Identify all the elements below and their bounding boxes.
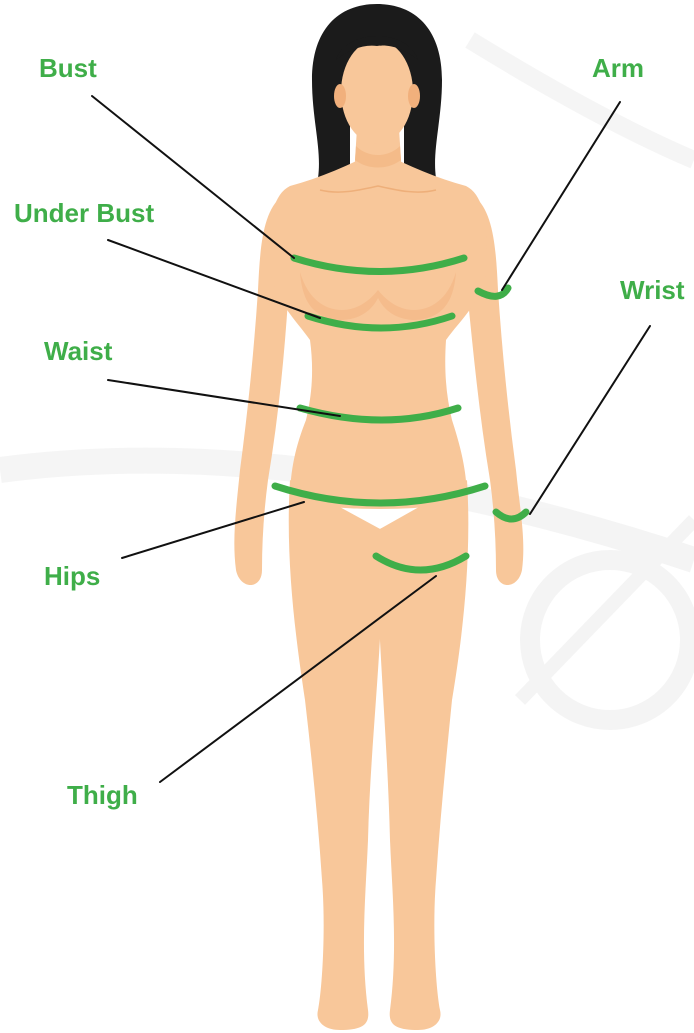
waist-label: Waist (44, 336, 112, 366)
arm-leader (502, 102, 620, 290)
arm-label: Arm (592, 53, 644, 83)
thigh-label: Thigh (67, 780, 138, 810)
right-ear (408, 84, 420, 108)
wrist-label: Wrist (620, 275, 685, 305)
bust-label: Bust (39, 53, 97, 83)
bust-leader (92, 96, 294, 258)
hips-label: Hips (44, 561, 100, 591)
left-ear (334, 84, 346, 108)
hips-leader (122, 502, 304, 558)
left-leg (289, 480, 382, 1030)
under-bust-label: Under Bust (14, 198, 154, 228)
waist-leader (108, 380, 340, 416)
woman-figure (234, 4, 523, 1030)
wrist-leader (530, 326, 650, 514)
face (341, 40, 413, 144)
